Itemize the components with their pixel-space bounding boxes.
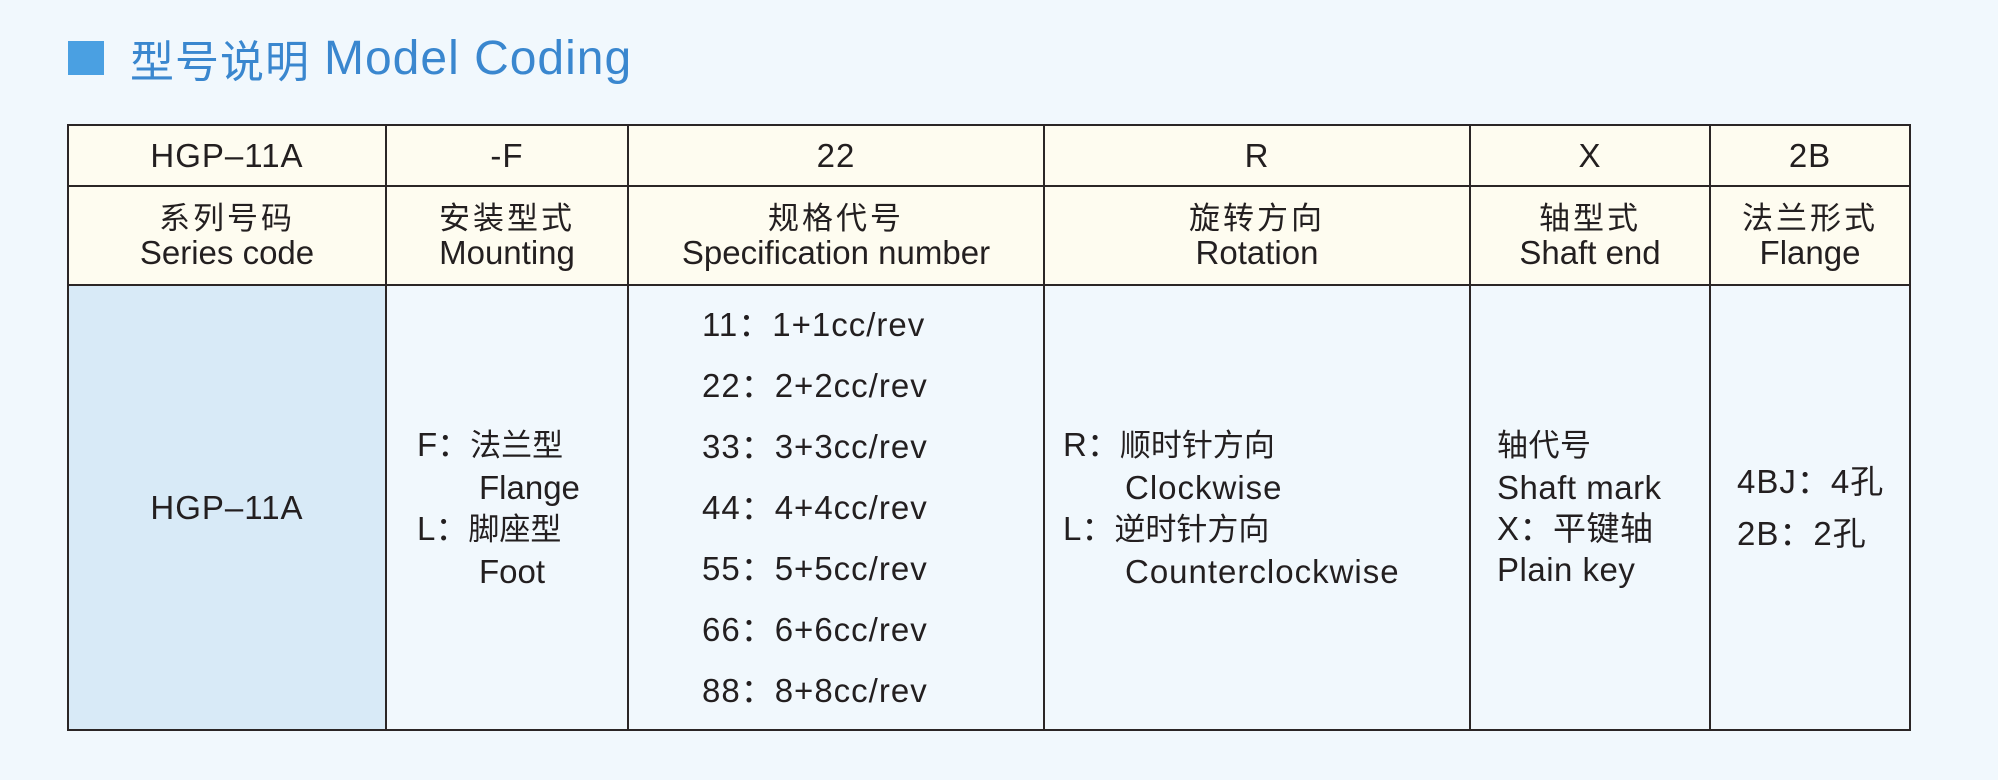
header-spec-en: Specification number xyxy=(681,233,991,271)
shaft-mark-cn: 轴代号 xyxy=(1497,427,1592,464)
mounting-option-l: L：脚座型 xyxy=(417,509,562,548)
header-rotation: 旋转方向 Rotation xyxy=(1043,185,1471,286)
flange-option-4bj: 4BJ：4孔 xyxy=(1737,462,1885,500)
code-rotation: R xyxy=(1043,124,1471,187)
header-shaft-cn: 轴型式 xyxy=(1539,200,1641,237)
flange-options: 4BJ：4孔 2B：2孔 xyxy=(1709,284,1911,731)
code-flange: 2B xyxy=(1709,124,1911,187)
spec-item: 11：1+1cc/rev xyxy=(702,306,926,343)
shaft-mark-en: Shaft mark xyxy=(1497,468,1662,506)
header-mounting: 安装型式 Mounting xyxy=(385,185,629,286)
header-spec: 规格代号 Specification number xyxy=(627,185,1045,286)
section-title-cn: 型号说明 xyxy=(130,37,310,88)
spec-item: 88：8+8cc/rev xyxy=(702,672,928,709)
rotation-option-l-en: Counterclockwise xyxy=(1125,552,1400,590)
mounting-option-f: F：法兰型 xyxy=(417,425,564,464)
header-series: 系列号码 Series code xyxy=(67,185,387,286)
mounting-option-f-en: Flange xyxy=(479,468,580,506)
code-mounting: -F xyxy=(385,124,629,187)
section-title-en: Model Coding xyxy=(324,31,633,85)
header-mounting-en: Mounting xyxy=(439,233,575,271)
code-spec: 22 xyxy=(627,124,1045,187)
spec-item: 33：3+3cc/rev xyxy=(702,428,928,465)
rotation-option-r: R：顺时针方向 xyxy=(1063,425,1275,464)
header-series-cn: 系列号码 xyxy=(159,200,295,237)
spec-options: 11：1+1cc/rev 22：2+2cc/rev 33：3+3cc/rev 4… xyxy=(627,284,1045,731)
model-coding-table: HGP–11A -F 22 R X 2B 系列号码 Series code 安装… xyxy=(67,124,1911,731)
rotation-option-r-en: Clockwise xyxy=(1125,468,1283,506)
section-title: 型号说明 Model Coding xyxy=(68,28,632,88)
rotation-option-l: L：逆时针方向 xyxy=(1063,509,1270,548)
blue-square-bullet-icon xyxy=(68,41,104,75)
flange-option-2b: 2B：2孔 xyxy=(1737,514,1867,552)
spec-item: 55：5+5cc/rev xyxy=(702,550,928,587)
model-code-row: HGP–11A -F 22 R X 2B xyxy=(67,124,1911,187)
code-series: HGP–11A xyxy=(67,124,387,187)
options-row: HGP–11A F：法兰型 Flange L：脚座型 Foot 11：1+1cc… xyxy=(67,284,1911,731)
header-flange-cn: 法兰形式 xyxy=(1742,200,1878,237)
header-series-en: Series code xyxy=(139,233,315,271)
shaft-option-x-en: Plain key xyxy=(1497,550,1636,588)
shaft-option-x: X：平键轴 xyxy=(1497,509,1654,547)
header-mounting-cn: 安装型式 xyxy=(439,200,575,237)
header-spec-cn: 规格代号 xyxy=(768,200,904,237)
header-rotation-cn: 旋转方向 xyxy=(1189,200,1325,237)
mounting-option-l-en: Foot xyxy=(479,552,546,590)
rotation-options: R：顺时针方向 Clockwise L：逆时针方向 Counterclockwi… xyxy=(1043,284,1471,731)
shaft-options: 轴代号 Shaft mark X：平键轴 Plain key xyxy=(1469,284,1711,731)
header-rotation-en: Rotation xyxy=(1195,233,1319,271)
column-header-row: 系列号码 Series code 安装型式 Mounting 规格代号 Spec… xyxy=(67,185,1911,286)
spec-item: 66：6+6cc/rev xyxy=(702,611,928,648)
header-flange-en: Flange xyxy=(1759,233,1861,271)
code-shaft: X xyxy=(1469,124,1711,187)
header-flange: 法兰形式 Flange xyxy=(1709,185,1911,286)
header-shaft: 轴型式 Shaft end xyxy=(1469,185,1711,286)
spec-item: 44：4+4cc/rev xyxy=(702,489,928,526)
spec-item: 22：2+2cc/rev xyxy=(702,367,928,404)
series-value: HGP–11A xyxy=(67,284,387,731)
mounting-options: F：法兰型 Flange L：脚座型 Foot xyxy=(385,284,629,731)
header-shaft-en: Shaft end xyxy=(1519,233,1661,271)
